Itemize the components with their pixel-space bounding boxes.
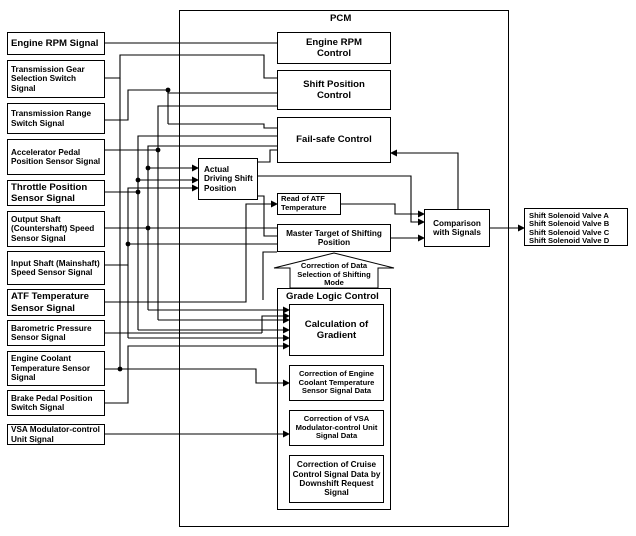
line-actual-comparison [258,175,425,226]
actual-driving-shift-position-block: Actual Driving Shift Position [198,158,258,200]
line-accelerator [105,102,292,151]
shift-solenoid-output-box: Shift Solenoid Valve A Shift Solenoid Va… [524,208,628,246]
line-coolant [105,368,290,387]
master-target-block: Master Target of Shifting Position [277,224,391,252]
line-range-failsafe [168,123,292,132]
pcm-frame [179,10,509,527]
junction-dot [155,147,161,153]
line-output-failsafe [147,142,292,168]
junction-dot [117,366,123,372]
input-transmission-range-signal: Transmission Range Switch Signal [7,103,105,134]
junction-dot [145,225,151,231]
shift-solenoid-valve-c: Shift Solenoid Valve C [529,227,610,237]
input-throttle-position-signal: Throttle Position Sensor Signal [7,180,105,206]
line-gear-selection [105,54,292,82]
fail-safe-control-block: Fail-safe Control [277,117,391,163]
correction-up-arrow [273,252,395,289]
junction-dot [135,189,141,195]
input-vsa-modulator-signal: VSA Modulator-control Unit Signal [7,424,105,445]
engine-rpm-control-block: Engine RPM Control [277,32,391,64]
input-engine-rpm-signal: Engine RPM Signal [7,32,105,55]
shift-solenoid-valve-a: Shift Solenoid Valve A [529,211,609,220]
correction-cruise-block: Correction of Cruise Control Signal Data… [289,455,384,503]
line-throttle-failsafe [137,132,292,180]
line-throttle [105,176,199,193]
calculation-of-gradient-block: Calculation of Gradient [289,304,384,356]
input-transmission-gear-selection-signal: Transmission Gear Selection Switch Signa… [7,60,105,98]
input-atf-temperature-signal: ATF Temperature Sensor Signal [7,289,105,316]
shift-solenoid-valve-d: Shift Solenoid Valve D [529,236,610,246]
line-comparison-failsafe [390,149,459,209]
line-input-actual [127,184,199,244]
comparison-with-signals-block: Comparison with Signals [424,209,490,247]
line-atf-temp [105,200,278,303]
input-accelerator-pedal-signal: Accelerator Pedal Position Sensor Signal [7,139,105,175]
line-input-shaft [105,240,292,266]
junction-dot [135,177,141,183]
input-output-shaft-signal: Output Shaft (Countershaft) Speed Sensor… [7,211,105,247]
grade-logic-control-title: Grade Logic Control [286,291,379,302]
pcm-title: PCM [330,13,352,24]
line-read-atf-comparison [341,203,425,218]
correction-vsa-block: Correction of VSA Modulator-control Unit… [289,410,384,446]
line-output-shaft [105,164,199,229]
shift-solenoid-valve-b: Shift Solenoid Valve B [529,219,610,229]
line-brake [105,342,290,404]
correction-selection-label: Correction of Data Selection of Shifting… [297,261,371,288]
junction-dot [145,165,151,171]
line-grade-master [262,251,277,300]
feed-gradient-5 [261,312,290,333]
input-input-shaft-signal: Input Shaft (Mainshaft) Speed Sensor Sig… [7,251,105,285]
input-barometric-pressure-signal: Barometric Pressure Sensor Signal [7,320,105,346]
junction-dot [165,87,171,93]
correction-coolant-block: Correction of Engine Coolant Temperature… [289,365,384,401]
junction-dot [125,241,131,247]
shift-position-control-block: Shift Position Control [277,70,391,110]
input-brake-pedal-signal: Brake Pedal Position Switch Signal [7,390,105,416]
read-atf-temperature-block: Read of ATF Temperature [277,193,341,215]
input-engine-coolant-signal: Engine Coolant Temperature Sensor Signal [7,351,105,386]
line-trans-range [105,89,292,121]
